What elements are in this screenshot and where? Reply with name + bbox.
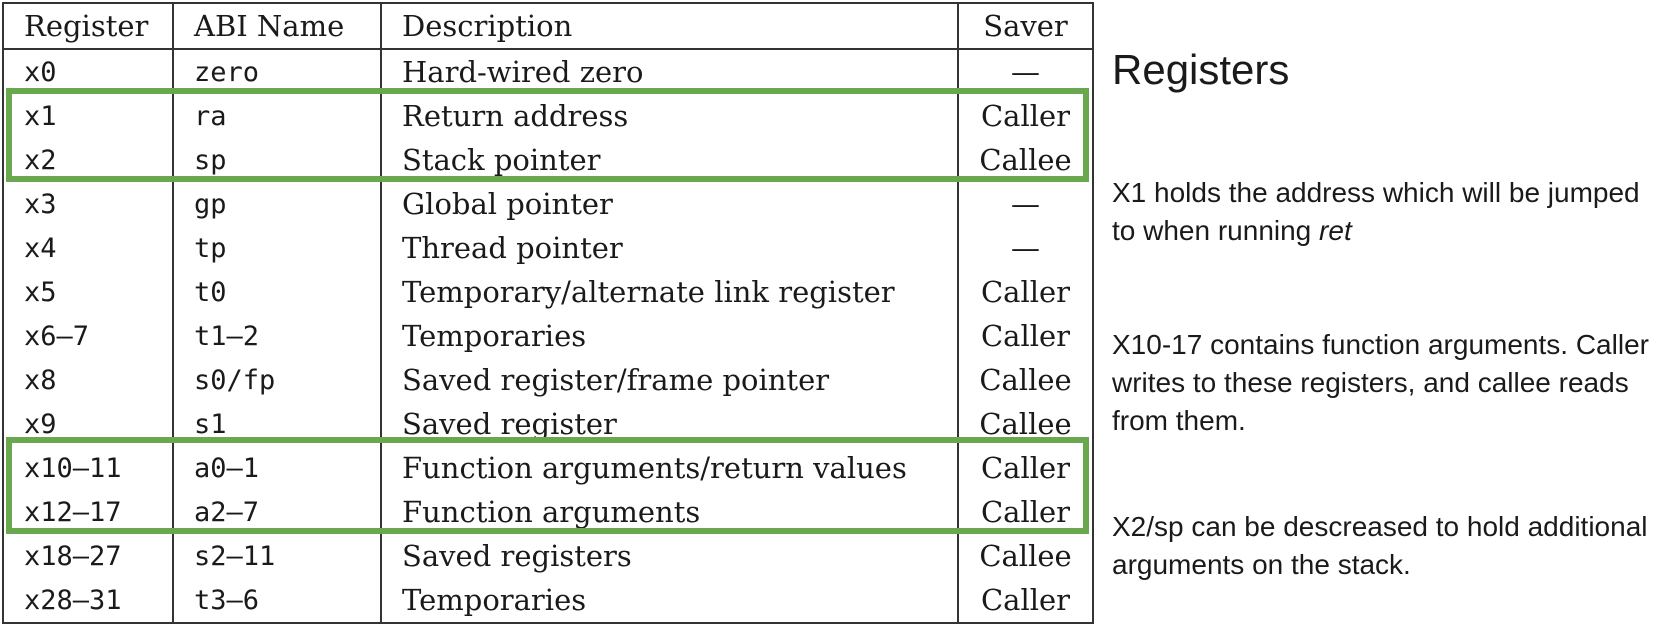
cell-description: Function arguments/return values	[380, 446, 959, 490]
cell-saver: Caller	[957, 490, 1094, 534]
header-description: Description	[380, 2, 959, 50]
cell-abi-name: t0	[172, 270, 382, 314]
cell-register: x8	[2, 358, 174, 402]
table-row: x10–11 a0–1 Function arguments/return va…	[2, 446, 1094, 490]
table-row: x4 tp Thread pointer —	[2, 226, 1094, 270]
table-row: x0 zero Hard-wired zero —	[2, 49, 1094, 94]
cell-saver: Caller	[957, 314, 1094, 358]
cell-saver: —	[957, 49, 1094, 94]
cell-register: x28–31	[2, 578, 174, 624]
table-row: x9 s1 Saved register Callee	[2, 402, 1094, 446]
table-row: x12–17 a2–7 Function arguments Caller	[2, 490, 1094, 534]
cell-register: x3	[2, 182, 174, 226]
notes-title: Registers	[1112, 46, 1290, 93]
cell-description: Saved register/frame pointer	[380, 358, 959, 402]
cell-abi-name: t1–2	[172, 314, 382, 358]
cell-saver: Caller	[957, 270, 1094, 314]
note-x1: X1 holds the address which will be jumpe…	[1112, 174, 1660, 250]
cell-saver: Caller	[957, 94, 1094, 138]
note-x1-ret: ret	[1319, 215, 1352, 246]
cell-register: x10–11	[2, 446, 174, 490]
cell-saver: Caller	[957, 578, 1094, 624]
table-header-row: Register ABI Name Description Saver	[2, 2, 1094, 50]
cell-description: Stack pointer	[380, 138, 959, 182]
cell-register: x18–27	[2, 534, 174, 578]
register-table-region: Register ABI Name Description Saver x0 z…	[2, 2, 1094, 624]
header-register: Register	[2, 2, 174, 50]
cell-register: x2	[2, 138, 174, 182]
cell-abi-name: tp	[172, 226, 382, 270]
cell-description: Saved registers	[380, 534, 959, 578]
cell-saver: —	[957, 182, 1094, 226]
table-row: x3 gp Global pointer —	[2, 182, 1094, 226]
cell-abi-name: gp	[172, 182, 382, 226]
cell-saver: Callee	[957, 358, 1094, 402]
table-row: x8 s0/fp Saved register/frame pointer Ca…	[2, 358, 1094, 402]
cell-abi-name: ra	[172, 94, 382, 138]
cell-register: x6–7	[2, 314, 174, 358]
cell-abi-name: t3–6	[172, 578, 382, 624]
register-table: Register ABI Name Description Saver x0 z…	[2, 2, 1094, 624]
cell-description: Thread pointer	[380, 226, 959, 270]
cell-abi-name: s0/fp	[172, 358, 382, 402]
table-row: x18–27 s2–11 Saved registers Callee	[2, 534, 1094, 578]
note-x10-17: X10-17 contains function arguments. Call…	[1112, 329, 1649, 436]
cell-saver: Caller	[957, 446, 1094, 490]
cell-register: x4	[2, 226, 174, 270]
cell-abi-name: zero	[172, 49, 382, 94]
cell-description: Temporary/alternate link register	[380, 270, 959, 314]
cell-saver: Callee	[957, 534, 1094, 578]
cell-register: x12–17	[2, 490, 174, 534]
cell-description: Function arguments	[380, 490, 959, 534]
header-saver: Saver	[957, 2, 1094, 50]
table-row: x5 t0 Temporary/alternate link register …	[2, 270, 1094, 314]
cell-register: x1	[2, 94, 174, 138]
note-x1-text: X1 holds the address which will be jumpe…	[1112, 177, 1640, 246]
highlight-box-x10-x17	[6, 437, 1089, 534]
table-row: x1 ra Return address Caller	[2, 94, 1094, 138]
header-abi-name: ABI Name	[172, 2, 382, 50]
cell-register: x0	[2, 49, 174, 94]
cell-abi-name: a2–7	[172, 490, 382, 534]
cell-abi-name: a0–1	[172, 446, 382, 490]
cell-saver: Callee	[957, 138, 1094, 182]
cell-description: Temporaries	[380, 314, 959, 358]
table-row: x28–31 t3–6 Temporaries Caller	[2, 578, 1094, 624]
cell-description: Hard-wired zero	[380, 49, 959, 94]
cell-description: Return address	[380, 94, 959, 138]
cell-saver: —	[957, 226, 1094, 270]
cell-description: Temporaries	[380, 578, 959, 624]
cell-abi-name: s2–11	[172, 534, 382, 578]
highlight-box-x1-x2	[6, 88, 1089, 182]
cell-register: x5	[2, 270, 174, 314]
cell-description: Global pointer	[380, 182, 959, 226]
table-row: x6–7 t1–2 Temporaries Caller	[2, 314, 1094, 358]
cell-abi-name: sp	[172, 138, 382, 182]
note-x2-sp: X2/sp can be descreased to hold addition…	[1112, 511, 1648, 580]
table-row: x2 sp Stack pointer Callee	[2, 138, 1094, 182]
